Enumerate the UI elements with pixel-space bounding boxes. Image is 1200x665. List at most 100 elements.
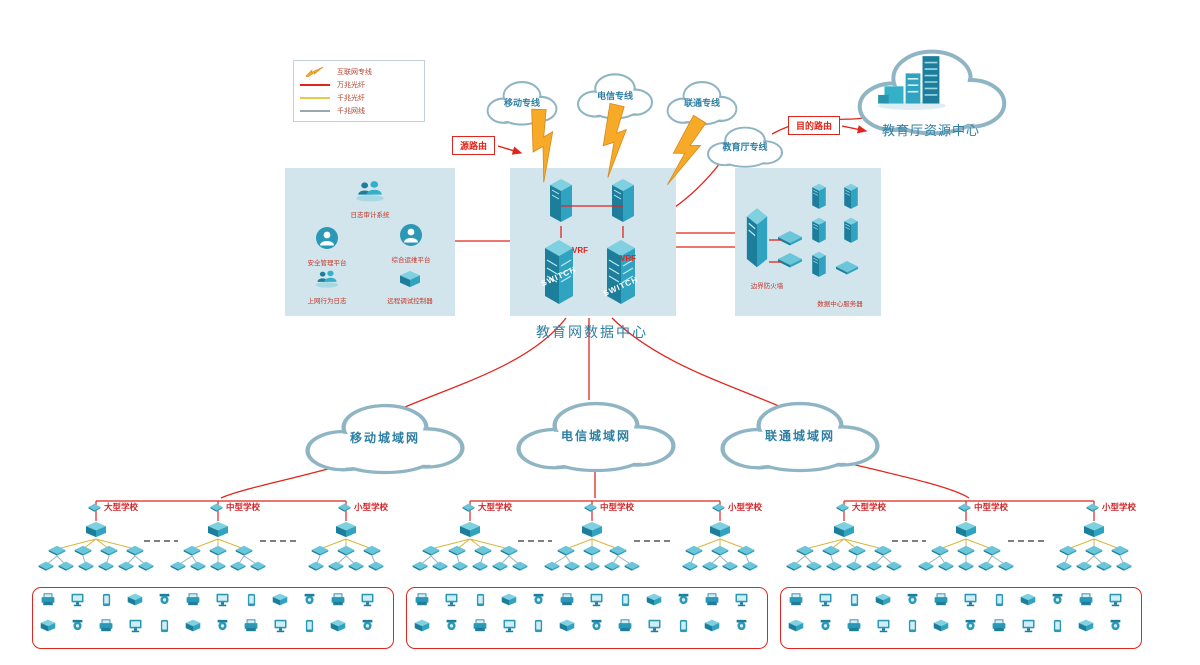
edge-devices-box — [406, 587, 768, 649]
legend: 互联网专线 万兆光纤 千兆光纤 千兆网线 — [293, 60, 425, 122]
panel-item-label: 上网行为日志 — [307, 298, 347, 305]
access-switch-icon — [786, 561, 802, 571]
school-switch-icon — [712, 503, 725, 512]
edge-device-icon-pc — [128, 619, 143, 633]
core-switch-icon — [833, 521, 855, 538]
server-panel: 边界防火墙 数据中心服务器 — [735, 168, 881, 316]
access-switch-icon — [368, 561, 384, 571]
firewall-icon — [745, 204, 769, 270]
panel-item: 上网行为日志 — [287, 268, 367, 305]
source-route-label: 源路由 — [452, 136, 496, 155]
resource-center-cloud: 教育厅资源中心 — [848, 40, 1016, 140]
edge-device-icon-cam — [158, 593, 171, 605]
school-tree-wires — [419, 500, 751, 566]
panel-item: 日志审计系统 — [327, 178, 413, 219]
destination-route-label: 目的路由 — [788, 116, 841, 135]
edge-device-icon-cam — [590, 619, 603, 631]
school-switch-icon — [210, 503, 223, 512]
edge-device-icon-cube — [272, 593, 288, 606]
edge-device-icon-cam — [361, 619, 374, 631]
edge-device-icon-printer — [704, 593, 720, 606]
edge-device-icon-printer — [414, 593, 430, 606]
router-icon — [610, 176, 636, 224]
edge-device-icon-cube — [414, 619, 430, 632]
remote-debug-icon — [399, 270, 421, 288]
access-switch-icon — [742, 561, 758, 571]
distribution-switch-icon — [100, 545, 118, 556]
access-switch-icon — [78, 561, 94, 571]
access-switch-icon — [978, 561, 994, 571]
access-switch-icon — [348, 561, 364, 571]
core-switch-icon — [335, 521, 357, 538]
edge-device-icon-pc — [1108, 593, 1123, 607]
cloud-label: 联通城域网 — [764, 428, 835, 443]
vrf-label: VRF — [620, 254, 636, 263]
legend-label: 千兆光纤 — [337, 94, 365, 102]
cloud-telecom-line: 电信专线 — [572, 68, 658, 122]
edge-device-icon-pc — [444, 593, 459, 607]
distribution-switch-icon — [209, 545, 227, 556]
edge-device-icon-printer — [617, 619, 633, 632]
edge-devices-box — [780, 587, 1142, 649]
cloud-label: 电信城域网 — [560, 428, 631, 443]
school-label-text: 小型学校 — [1102, 502, 1137, 512]
school-label: 中型学校 — [210, 501, 260, 513]
access-switch-icon — [170, 561, 186, 571]
edge-device-icon-cam — [906, 593, 919, 605]
access-switch-icon — [584, 561, 600, 571]
security-platform-icon — [315, 226, 339, 250]
panel-item-label: 安全管理平台 — [307, 260, 347, 267]
distribution-switch-icon — [311, 545, 329, 556]
distribution-switch-icon — [235, 545, 253, 556]
edge-device-icon-cam — [677, 593, 690, 605]
access-switch-icon — [958, 561, 974, 571]
lightning-icon — [300, 66, 330, 77]
edge-device-icon-phone — [476, 593, 485, 607]
access-switch-icon — [938, 561, 954, 571]
servers-label: 数据中心服务器 — [817, 301, 863, 308]
edge-device-icon-printer — [330, 593, 346, 606]
edge-device-icon-cube — [933, 619, 949, 632]
log-audit-icon — [354, 178, 386, 202]
edge-device-icon-cam — [445, 619, 458, 631]
access-switch-icon — [544, 561, 560, 571]
cloud-mobile-line: 移动专线 — [482, 76, 562, 128]
access-switch-icon — [412, 561, 428, 571]
distribution-switch-icon — [1111, 545, 1129, 556]
school-label: 大型学校 — [88, 501, 138, 513]
cloud-edu-dept-line: 教育厅专线 — [702, 122, 788, 170]
server-icon — [811, 250, 827, 278]
legend-label: 万兆光纤 — [337, 81, 365, 89]
edge-device-icon-cam — [71, 619, 84, 631]
distribution-switch-icon — [1059, 545, 1077, 556]
core-switch-icon — [581, 521, 603, 538]
distribution-switch-icon — [609, 545, 627, 556]
access-switch-icon — [452, 561, 468, 571]
edge-devices-box — [32, 587, 394, 649]
server-icon — [811, 216, 827, 244]
edge-device-icon-cube — [501, 593, 517, 606]
school-switch-icon — [1086, 503, 1099, 512]
data-center-title: 教育网数据中心 — [536, 324, 648, 340]
school-label-text: 中型学校 — [600, 502, 635, 512]
distribution-switch-icon — [500, 545, 518, 556]
edge-device-icon-pc — [360, 593, 375, 607]
edge-device-icon-cam — [216, 619, 229, 631]
panel-item-label: 日志审计系统 — [350, 212, 390, 219]
distribution-switch-icon — [874, 545, 892, 556]
school-label: 小型学校 — [338, 501, 388, 513]
building-icon — [876, 54, 950, 110]
edge-device-icon-pc — [1021, 619, 1036, 633]
edge-device-icon-phone — [247, 593, 256, 607]
access-switch-icon — [512, 561, 528, 571]
edge-device-icon-phone — [102, 593, 111, 607]
distribution-switch-icon — [74, 545, 92, 556]
edge-device-icon-cube — [875, 593, 891, 606]
distribution-switch-icon — [126, 545, 144, 556]
edge-device-icon-pc — [963, 593, 978, 607]
legend-row: 万兆光纤 — [300, 78, 418, 91]
legend-row: 千兆网线 — [300, 104, 418, 117]
server-icon — [843, 182, 859, 210]
router-icon — [548, 176, 574, 224]
distribution-switch-icon — [1085, 545, 1103, 556]
